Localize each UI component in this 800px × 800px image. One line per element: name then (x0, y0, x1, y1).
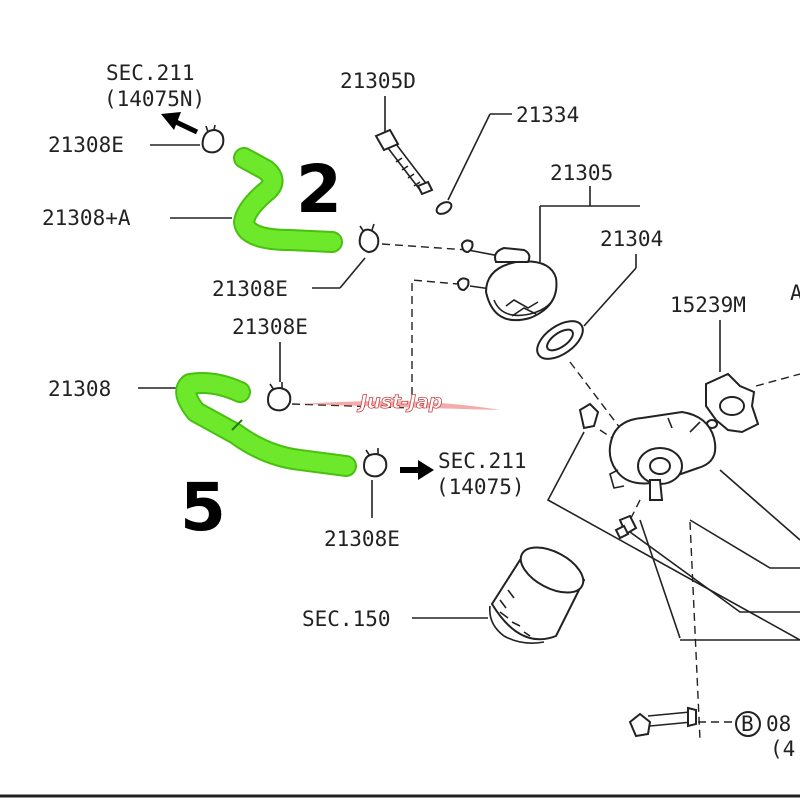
sec211-top-label: SEC.211 (106, 61, 195, 85)
just-jap-watermark: Just-Jap (300, 391, 500, 413)
part-21308A-label: 21308+A (42, 206, 131, 230)
sec150-label: SEC.150 (302, 607, 391, 631)
part-21305-label: 21305 (550, 161, 613, 185)
edge-label-a: A (790, 281, 800, 305)
part-21304-label: 21304 (600, 227, 663, 251)
sec211-mid-label: SEC.211 (438, 449, 527, 473)
part-21308E-label-c: 21308E (232, 315, 308, 339)
gasket-21304 (536, 320, 584, 360)
marker-b-circle (735, 711, 761, 737)
sec211-top-sublabel: (14075N) (104, 87, 205, 111)
marker-b-code-sub: (4 (770, 737, 795, 761)
o-ring-21334 (435, 201, 453, 215)
marker-b-code: 08 (766, 712, 791, 736)
marker-b-label: B (741, 712, 754, 736)
bolt-21305D (374, 128, 434, 196)
gasket-15239M (705, 372, 760, 434)
arrow-up-left-icon (161, 112, 199, 135)
hose-clamp-lower (362, 448, 388, 478)
part-21308-label: 21308 (48, 377, 111, 401)
part-21308E-label-a: 21308E (48, 133, 124, 157)
bolt-bottom (628, 706, 697, 738)
hose-clamp-middle (266, 382, 292, 412)
part-21308E-label-b: 21308E (212, 277, 288, 301)
part-21334-label: 21334 (516, 103, 579, 127)
part-15239M-label: 15239M (670, 293, 746, 317)
sec211-mid-sublabel: (14075) (436, 475, 525, 499)
hose-upper-highlight (233, 147, 343, 253)
oil-filter (488, 546, 586, 644)
part-21305D-label: 21305D (340, 69, 416, 93)
arrow-right-icon (400, 460, 434, 480)
hose-clamp-top (201, 124, 225, 154)
part-21308E-label-d: 21308E (324, 527, 400, 551)
callout-number-5: 5 (180, 469, 226, 546)
hose-clamp-upper-right (358, 223, 380, 254)
oil-filter-bracket (578, 402, 717, 540)
hose-lower-highlight (175, 372, 357, 477)
oil-cooler-21305 (456, 239, 558, 322)
callout-number-2: 2 (296, 151, 342, 228)
watermark-text: Just-Jap (356, 391, 442, 413)
